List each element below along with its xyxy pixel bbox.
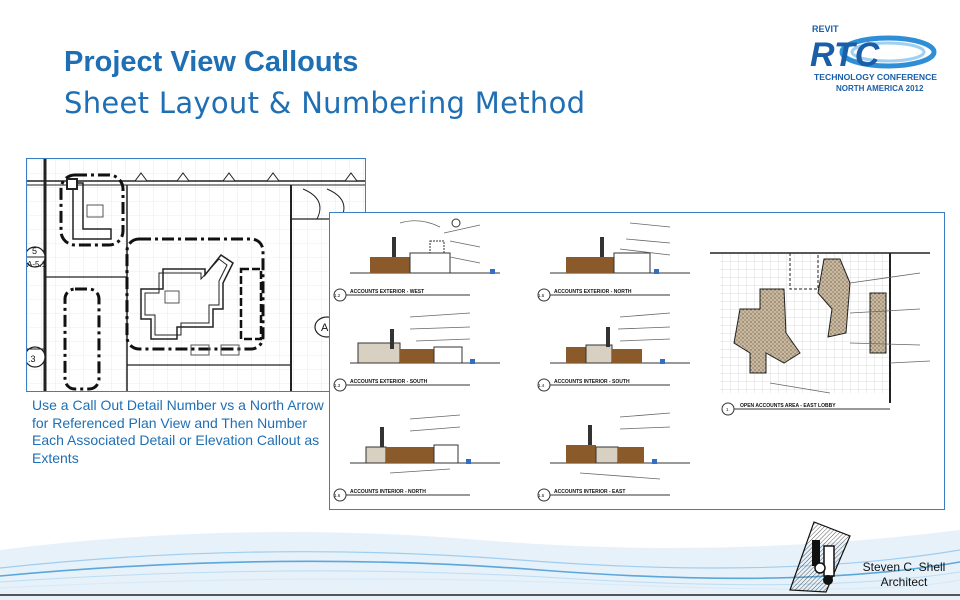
elevation-detail-5-number: 1.6 [334, 493, 341, 498]
elevation-detail-6: ACCOUNTS INTERIOR - EAST 1.5 [537, 412, 690, 502]
elevation-detail-5: ACCOUNTS INTERIOR - NORTH 1.6 [333, 414, 500, 502]
author-credit: Steven C. Shell Architect [852, 560, 956, 590]
elevation-detail-4: ACCOUNTS INTERIOR - SOUTH 1.4 [537, 312, 690, 392]
author-name: Steven C. Shell [862, 560, 946, 574]
elevation-detail-3-number: 1.3 [334, 383, 341, 388]
elevation-detail-1: ACCOUNTS EXTERIOR - WEST 1.2 [333, 218, 500, 302]
elevation-detail-7-number: 1 [726, 407, 729, 412]
logo-revit-text: REVIT [812, 24, 839, 34]
elevation-detail-5-title: ACCOUNTS INTERIOR - NORTH [350, 489, 426, 495]
footer-rule [0, 594, 960, 596]
architect-logo-icon [789, 521, 851, 593]
elevation-detail-1-title: ACCOUNTS EXTERIOR - WEST [350, 289, 424, 295]
elevation-detail-4-title: ACCOUNTS INTERIOR - SOUTH [554, 379, 630, 385]
plan-view-image: 5 A-5.1 .3 A [26, 158, 366, 392]
plan-callout-top-ref: A-5.1 [27, 260, 47, 269]
plan-right-edge-mark: A [321, 322, 329, 334]
logo-swoosh [839, 35, 937, 69]
elevation-detail-7: OPEN ACCOUNTS AREA - EAST LOBBY 1 [710, 252, 931, 416]
elevation-detail-3: ACCOUNTS EXTERIOR - SOUTH 1.3 [333, 312, 500, 392]
elevation-detail-4-number: 1.4 [538, 383, 545, 388]
plan-callout-top-number: 5 [32, 246, 37, 256]
elevation-detail-2-title: ACCOUNTS EXTERIOR - NORTH [554, 289, 632, 295]
elevation-detail-6-number: 1.5 [538, 493, 545, 498]
slide-title: Project View Callouts [64, 46, 359, 78]
logo-mark: RTC [810, 36, 880, 74]
plan-view-drawing: 5 A-5.1 .3 A [27, 159, 365, 391]
elevation-detail-2: ACCOUNTS EXTERIOR - NORTH 1.5 [537, 222, 690, 302]
author-role: Architect [880, 575, 928, 589]
logo-line2: TECHNOLOGY CONFERENCE [814, 72, 937, 82]
footer-wave-decoration [0, 530, 960, 600]
elevation-sheet-image: ACCOUNTS EXTERIOR - WEST 1.2 ACCOUNTS EX… [329, 212, 945, 510]
elevation-detail-1-number: 1.2 [334, 293, 341, 298]
elevation-detail-2-number: 1.5 [538, 293, 545, 298]
elevation-sheet-drawing: ACCOUNTS EXTERIOR - WEST 1.2 ACCOUNTS EX… [330, 213, 944, 509]
slide-subtitle: Sheet Layout & Numbering Method [64, 86, 586, 120]
slide-description: Use a Call Out Detail Number vs a North … [32, 397, 324, 466]
logo-swoosh-inner [850, 41, 926, 63]
rtc-logo: REVIT RTC TECHNOLOGY CONFERENCE NORTH AM… [810, 24, 937, 93]
elevation-detail-6-title: ACCOUNTS INTERIOR - EAST [554, 489, 625, 495]
logo-line3: NORTH AMERICA 2012 [836, 84, 924, 93]
plan-callout-bottom-ref: .3 [28, 354, 36, 364]
elevation-detail-3-title: ACCOUNTS EXTERIOR - SOUTH [350, 379, 428, 385]
elevation-detail-7-title: OPEN ACCOUNTS AREA - EAST LOBBY [740, 403, 836, 409]
